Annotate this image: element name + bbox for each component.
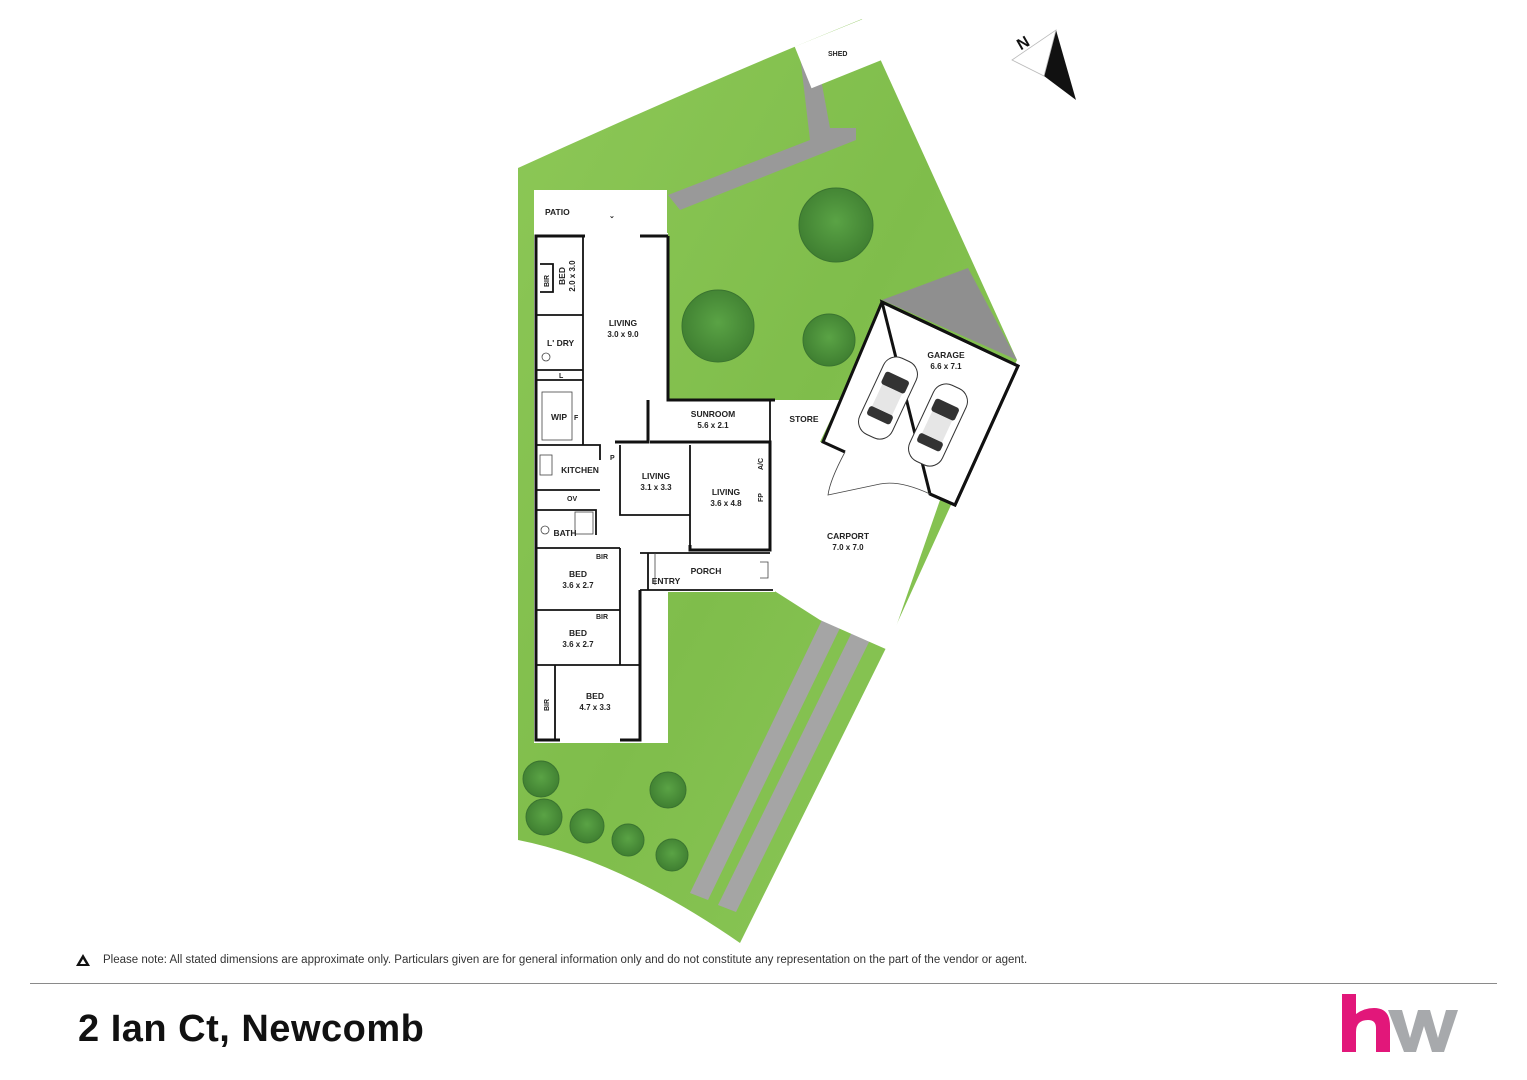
driveway-rear <box>882 268 1017 360</box>
tree <box>802 313 856 367</box>
living-front-dim: 3.6 x 4.8 <box>710 499 742 508</box>
bed3-bir: BIR <box>596 614 608 621</box>
tree <box>649 771 687 809</box>
tree <box>655 838 689 872</box>
tree <box>798 187 874 263</box>
footer-divider <box>30 983 1497 984</box>
interior-walls <box>536 236 773 740</box>
bed3-label: BED <box>569 628 587 638</box>
logo-h-icon <box>1342 994 1390 1052</box>
porch-label: PORCH <box>691 566 722 576</box>
garage <box>823 302 1018 505</box>
house-exterior-walls <box>534 234 775 742</box>
disclaimer: Please note: All stated dimensions are a… <box>75 951 1027 969</box>
bed-master-bir: BIR <box>544 699 551 711</box>
carport-label: CARPORT <box>827 531 870 541</box>
brand-mark-icon <box>76 954 90 966</box>
tree <box>522 760 560 798</box>
kitchen-p: P <box>610 455 615 462</box>
sunroom-label: SUNROOM <box>691 409 735 419</box>
tree <box>611 823 645 857</box>
logo-w-icon <box>1388 1010 1458 1052</box>
car-left <box>858 356 918 440</box>
living-main-label: LIVING <box>609 318 638 328</box>
living-front-label: LIVING <box>712 487 741 497</box>
patio-step-arrow: ⌄ <box>609 213 615 220</box>
garage-dim: 6.6 x 7.1 <box>930 362 962 371</box>
living-mid-label: LIVING <box>642 471 671 481</box>
tree <box>681 289 755 363</box>
fixtures <box>539 352 769 585</box>
living-mid-dim: 3.1 x 3.3 <box>640 483 672 492</box>
bed-rear-bir: BIR <box>544 275 551 287</box>
disclaimer-text: Please note: All stated dimensions are a… <box>103 954 1028 966</box>
compass-arrow-icon <box>1044 30 1076 100</box>
living-front-ac: A/C <box>758 458 765 470</box>
bed-rear: BED 2.0 x 3.0 <box>557 260 577 292</box>
shed <box>794 15 888 89</box>
bed-master-label: BED <box>586 691 604 701</box>
garage-wall-left <box>821 301 884 454</box>
garage-door-arc <box>827 451 881 496</box>
living-front-fp: FP <box>758 493 765 502</box>
house-floor <box>534 233 840 743</box>
patio <box>534 190 667 236</box>
compass-arrow-shadow <box>1011 29 1057 77</box>
living-main-dim: 3.0 x 9.0 <box>607 330 639 339</box>
garage-label: GARAGE <box>927 350 965 360</box>
wip-f: F <box>574 415 579 422</box>
bed2-label: BED <box>569 569 587 579</box>
tree <box>525 798 563 836</box>
garage-door-arc <box>879 482 931 495</box>
bath-label: BATH <box>554 528 577 538</box>
carport-dim: 7.0 x 7.0 <box>832 543 864 552</box>
kitchen-label: KITCHEN <box>561 465 599 475</box>
carport <box>773 442 940 650</box>
floor-plan: SHED PATIO ⌄ <box>518 15 1076 943</box>
sunroom-dim: 5.6 x 2.1 <box>697 421 729 430</box>
bed-master-dim: 4.7 x 3.3 <box>579 703 611 712</box>
car-right <box>908 383 968 467</box>
bed2-dim: 3.6 x 2.7 <box>562 581 594 590</box>
svg-text:2.0 x 3.0: 2.0 x 3.0 <box>568 260 577 292</box>
compass: N <box>1011 29 1076 100</box>
patio-label: PATIO <box>545 207 570 217</box>
hw-logo <box>1342 994 1458 1052</box>
shed-label: SHED <box>828 51 847 58</box>
svg-text:BED: BED <box>557 267 567 285</box>
garage-wall <box>881 300 1020 507</box>
driveway-strip-right <box>718 632 870 912</box>
bed3-dim: 3.6 x 2.7 <box>562 640 594 649</box>
tree-group <box>522 187 874 872</box>
driveway-strip-left <box>690 620 840 900</box>
entry-label: ENTRY <box>652 576 681 586</box>
property-address: 2 Ian Ct, Newcomb <box>78 1008 425 1050</box>
laundry-l: L <box>559 373 564 380</box>
store-label: STORE <box>789 414 818 424</box>
garden-path <box>668 52 856 210</box>
wip-label: WIP <box>551 412 567 422</box>
tree <box>569 808 605 844</box>
kitchen-ov: OV <box>567 496 577 503</box>
room-labels: BED 2.0 x 3.0 BIR LIVING 3.0 x 9.0 L' DR… <box>544 260 965 712</box>
laundry-label: L' DRY <box>547 338 575 348</box>
bed2-bir: BIR <box>596 554 608 561</box>
